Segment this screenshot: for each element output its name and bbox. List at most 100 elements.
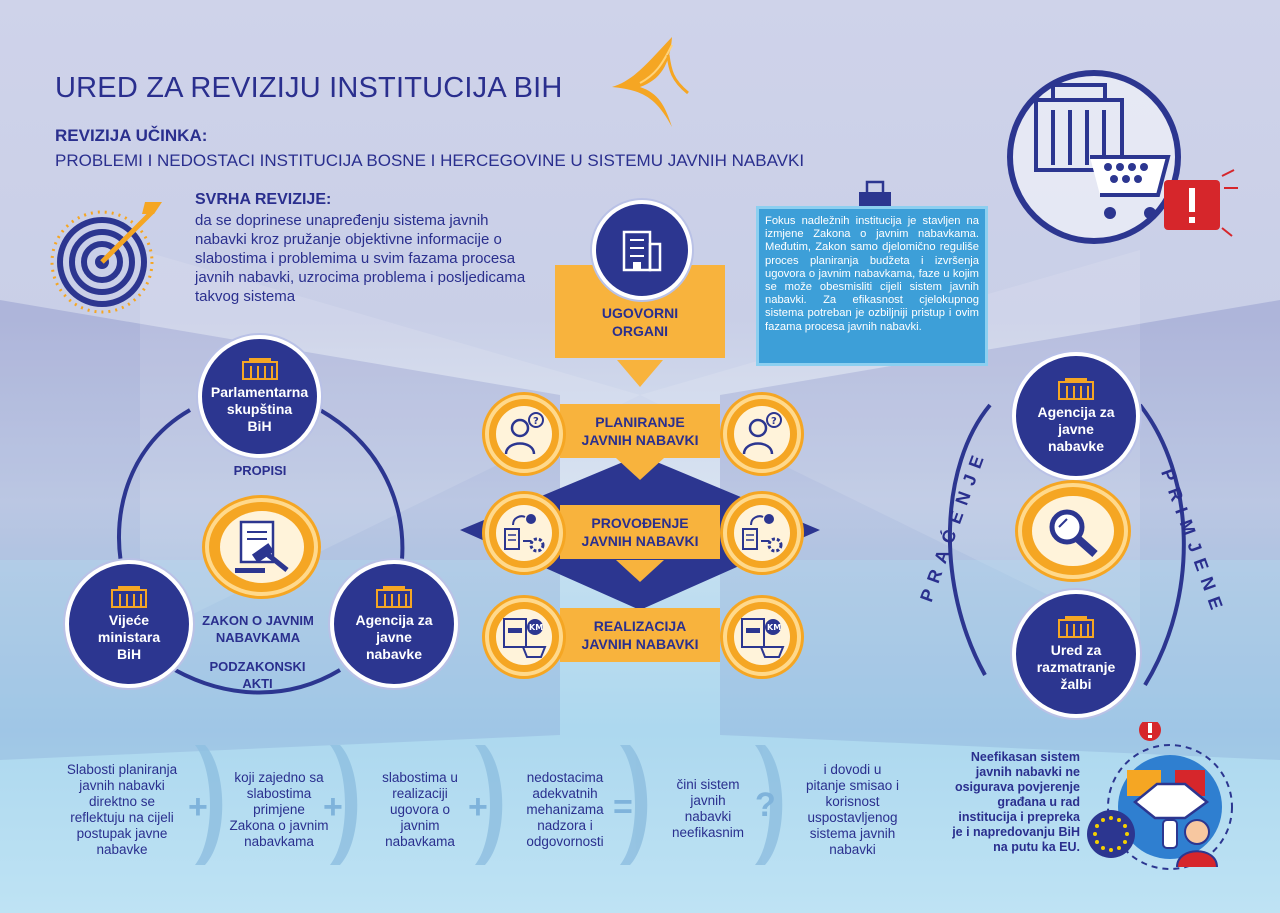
- council-circle: Vijeće ministara BiH: [65, 560, 193, 688]
- operator-3: +: [468, 788, 488, 826]
- b6-l4: uspostavljenog: [807, 810, 898, 825]
- building-icon: [111, 585, 147, 608]
- msg-l1: Neefikasan sistem: [970, 750, 1080, 764]
- operator-2: +: [323, 788, 343, 826]
- b1-l4: reflektuju na cijeli: [70, 810, 174, 825]
- invoice-basket-icon: KM: [741, 618, 785, 658]
- b1-l5: postupak javne: [76, 826, 168, 841]
- agency-right-line3: nabavke: [1047, 437, 1105, 454]
- svg-text:?: ?: [533, 416, 539, 427]
- document-gear-icon: [504, 514, 545, 553]
- b5-l3: nabavki: [684, 809, 732, 824]
- operator-4: =: [613, 788, 633, 826]
- bottom-item-3: slabostima u realizaciji ugovora o javni…: [365, 770, 475, 850]
- council-line3: BiH: [116, 645, 142, 662]
- handshake-icon: [1133, 782, 1210, 820]
- purpose-heading: SVRHA REVIZIJE:: [195, 191, 332, 208]
- step3-line1: REALIZACIJA: [593, 618, 687, 634]
- right-cycle-arcs: [948, 403, 1186, 687]
- step1-line1: PLANIRANJE: [595, 414, 685, 430]
- step-planiranje: PLANIRANJE JAVNIH NABAVKI: [560, 404, 720, 458]
- b1-l6: nabavke: [96, 842, 148, 857]
- b2-l2: slabostima: [246, 786, 312, 801]
- b3-l2: realizaciji: [392, 786, 448, 801]
- office-line2: razmatranje: [1036, 658, 1116, 675]
- planiranje-left-icon: ?: [485, 395, 563, 473]
- parliament-line3: BiH: [247, 418, 272, 434]
- down-arrow-2: [616, 560, 664, 582]
- bottom-separators: [195, 745, 783, 865]
- office-line3: žalbi: [1060, 675, 1092, 692]
- realizacija-left-icon: KM: [485, 598, 563, 676]
- b6-l6: nabavki: [829, 842, 876, 857]
- realizacija-right-icon: KM: [723, 598, 801, 676]
- bottom-item-2: koji zajedno sa slabostima primjene Zako…: [220, 770, 338, 850]
- b6-l5: sistema javnih: [809, 826, 896, 841]
- b2-l5: nabavkama: [244, 834, 314, 849]
- label-propisi: PROPISI: [233, 463, 287, 478]
- bottom-item-1: Slabosti planiranja javnih nabavki direk…: [58, 762, 186, 858]
- law-circle: [205, 498, 318, 596]
- b2-l3: primjene: [253, 802, 305, 817]
- svg-text:?: ?: [771, 416, 777, 427]
- label-podzakonski: PODZAKONSKI AKTI: [200, 658, 315, 692]
- b4-l5: odgovornosti: [526, 834, 604, 849]
- handshake-illustration: [1087, 722, 1233, 870]
- planiranje-right-icon: ?: [723, 395, 801, 473]
- document-gear-icon: [742, 514, 783, 553]
- km-text: KM: [767, 623, 781, 632]
- b3-l5: nabavkama: [385, 834, 455, 849]
- council-line2: ministara: [97, 628, 161, 645]
- b1-l3: direktno se: [88, 794, 156, 809]
- page-title: URED ZA REVIZIJU INSTITUCIJA BIH: [55, 72, 563, 104]
- parliament-circle: Parlamentarna skupština BiH: [198, 335, 321, 458]
- msg-l4: građana u rad: [997, 795, 1080, 809]
- eu-flag-icon: [1087, 810, 1135, 858]
- agency-left-line1: Agencija za: [355, 611, 433, 628]
- b5-l1: čini sistem: [676, 777, 740, 792]
- agency-right-line2: javne: [1058, 420, 1094, 437]
- step-realizacija: REALIZACIJA JAVNIH NABAVKI: [560, 608, 720, 662]
- operator-1: +: [188, 788, 208, 826]
- b3-l1: slabostima u: [382, 770, 458, 785]
- step1-line2: JAVNIH NABAVKI: [581, 432, 699, 448]
- label-zakon: ZAKON O JAVNIM NABAVKAMA: [193, 612, 323, 646]
- building-icon: [241, 358, 278, 380]
- office-circle: Ured za razmatranje žalbi: [1012, 590, 1140, 718]
- agency-left-circle: Agencija za javne nabavke: [330, 560, 458, 688]
- label-podzakonski-line1: PODZAKONSKI: [209, 659, 306, 674]
- agency-right-circle: Agencija za javne nabavke: [1012, 352, 1140, 480]
- ugovorni-label: UGOVORNI ORGANI: [580, 302, 700, 342]
- parliament-line2: skupština: [226, 401, 293, 417]
- msg-l5: institucija i prepreka: [958, 810, 1080, 824]
- b6-l3: korisnost: [825, 794, 880, 809]
- provodjenje-right-icon: [723, 494, 801, 572]
- purpose-text: da se doprinese unapređenju sistema javn…: [195, 212, 526, 305]
- b4-l2: adekvatnih: [532, 786, 598, 801]
- parliament-line1: Parlamentarna: [210, 384, 309, 400]
- office-line1: Ured za: [1050, 641, 1102, 658]
- b4-l3: mehanizama: [526, 802, 604, 817]
- step2-line1: PROVOĐENJE: [591, 515, 689, 531]
- bottom-item-4: nedostacima adekvatnih mehanizama nadzor…: [510, 770, 620, 850]
- b2-l4: Zakona o javnim: [229, 818, 329, 833]
- subtitle-bold: REVIZIJA UČINKA:: [55, 126, 208, 145]
- step3-line2: JAVNIH NABAVKI: [581, 636, 699, 652]
- b2-l1: koji zajedno sa: [234, 770, 324, 785]
- msg-l7: na putu ka EU.: [993, 840, 1080, 854]
- label-zakon-line2: NABAVKAMA: [215, 630, 301, 645]
- b6-l1: i dovodi u: [823, 762, 882, 777]
- subtitle: PROBLEMI I NEDOSTACI INSTITUCIJA BOSNE I…: [55, 151, 805, 170]
- building-icon: [622, 230, 662, 272]
- msg-l3: osigurava povjerenje: [954, 780, 1080, 794]
- bottom-item-5: čini sistem javnih nabavki neefikasnim: [658, 777, 758, 841]
- msg-l2: javnih nabavki ne: [975, 765, 1080, 779]
- person-question-icon: ?: [742, 412, 782, 455]
- ugovorni-line1: UGOVORNI: [601, 305, 679, 321]
- ugovorni-line2: ORGANI: [612, 323, 668, 339]
- magnifier-circle: [1018, 483, 1128, 579]
- note-box: Fokus nadležnih institucija je stavljen …: [756, 206, 988, 366]
- building-cart-icon: [1007, 70, 1181, 244]
- agency-left-line2: javne: [376, 628, 412, 645]
- b6-l2: pitanje smisao i: [805, 778, 900, 793]
